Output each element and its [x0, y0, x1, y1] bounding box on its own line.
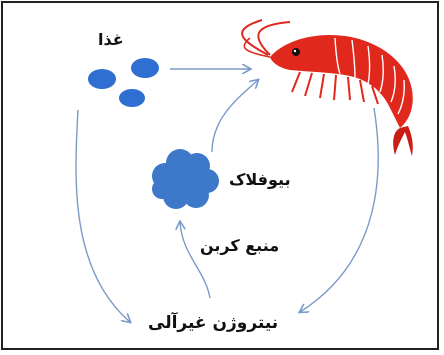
arrow-food-to-nitrogen	[76, 110, 130, 322]
arrow-shrimp-to-nitrogen	[300, 108, 378, 312]
food-pellets-icon	[88, 58, 159, 107]
food-label: غذا	[98, 30, 124, 49]
shrimp-icon	[242, 20, 413, 156]
carbon-source-label: منبع کربن	[200, 236, 279, 255]
inorganic-nitrogen-label: نیتروژن غیرآلی	[148, 313, 278, 333]
biofloc-label: بیوفلاک	[229, 170, 291, 189]
arrow-nitrogen-to-biofloc	[180, 222, 210, 298]
biofloc-cloud-icon	[152, 149, 219, 209]
arrow-biofloc-to-shrimp	[212, 80, 258, 152]
